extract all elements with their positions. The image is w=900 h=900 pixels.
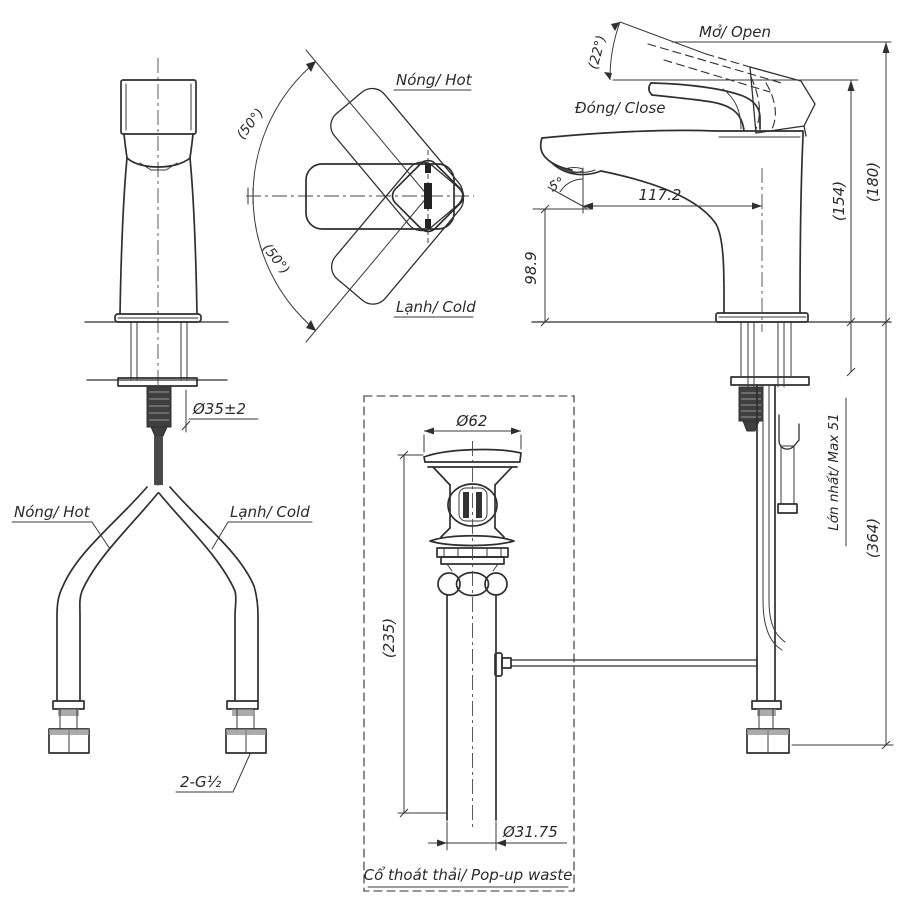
label-max-clamp: Lớn nhất/ Max 51 — [826, 413, 842, 531]
label-hot-top: Nóng/ Hot — [396, 71, 473, 89]
label-hot-front: Nóng/ Hot — [14, 503, 91, 521]
dim-reach: 117.2 — [639, 186, 682, 204]
dim-swing-upper: (50°) — [234, 105, 268, 142]
dim-tail-dia: Ø31.75 — [502, 823, 558, 841]
label-cold-front: Lạnh/ Cold — [230, 503, 310, 521]
label-close: Đóng/ Close — [575, 99, 666, 117]
dim-waste-height: (235) — [380, 618, 398, 658]
top-view: (50°) (50°) Nóng/ Hot Lạnh/ Cold — [234, 49, 476, 343]
label-popup-waste: Cổ thoát thải/ Pop-up waste — [364, 866, 573, 884]
front-view: Nóng/ Hot Lạnh/ Cold 2-G½ Ø35±2 — [11, 58, 313, 793]
popup-waste-view: Ø62 (235) Ø3 — [363, 395, 758, 892]
dim-outlet-angle: 5° — [546, 174, 567, 195]
label-cold-top: Lạnh/ Cold — [396, 298, 476, 316]
dim-shank-dia: Ø35±2 — [192, 400, 246, 418]
dim-height-open: (180) — [864, 162, 882, 202]
dim-swing-lower: (50°) — [259, 241, 293, 278]
dim-height-closed: (154) — [830, 181, 848, 221]
label-open: Mở/ Open — [699, 23, 771, 41]
dim-outlet-height: 98.9 — [522, 251, 540, 284]
dim-open-angle: (22°) — [585, 34, 609, 71]
label-thread: 2-G½ — [180, 773, 222, 791]
dim-cap-dia: Ø62 — [456, 412, 488, 430]
dim-below-counter: (364) — [864, 518, 882, 558]
side-view: (22°) Mở/ Open Đóng/ Close 117.2 5° 98.9… — [522, 21, 894, 754]
